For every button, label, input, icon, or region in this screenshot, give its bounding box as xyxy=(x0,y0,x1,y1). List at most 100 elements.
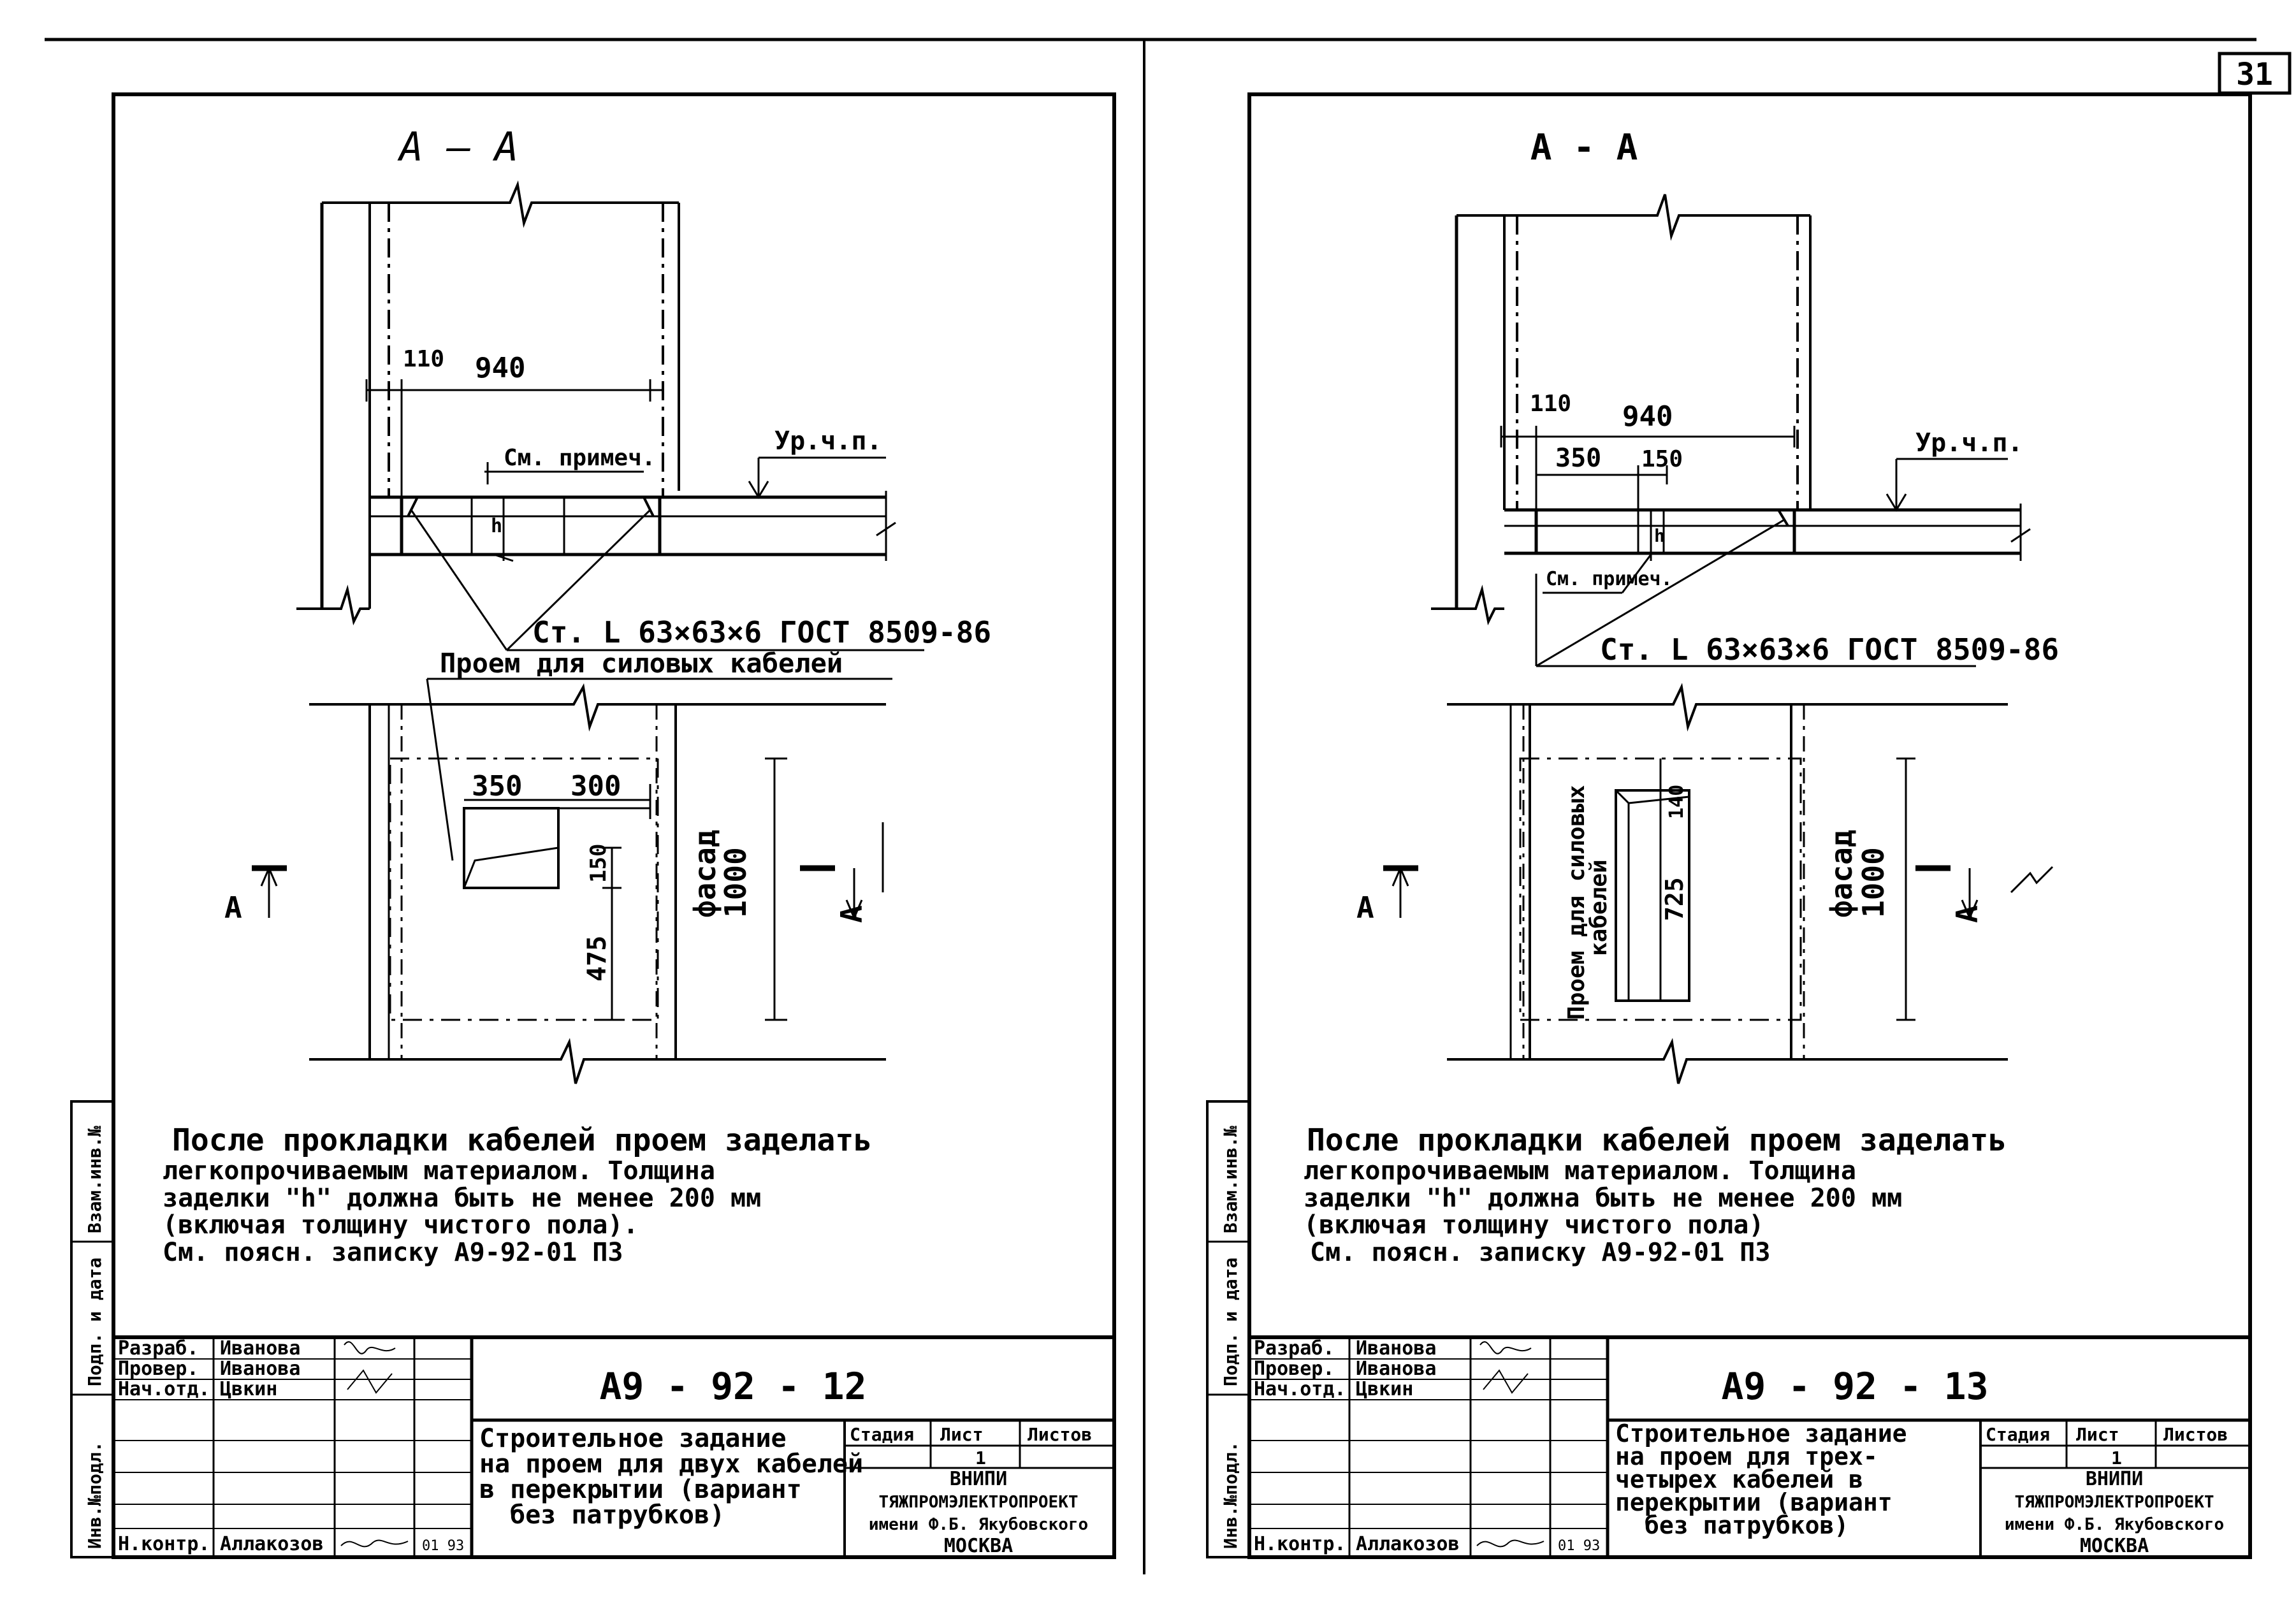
tb-name-1: Иванова xyxy=(220,1337,300,1360)
stage-label: Стадия xyxy=(850,1424,914,1445)
opening-callout: Проем для силовых кабелей xyxy=(440,648,843,679)
note-line-5: См. поясн. записку А9-92-01 ПЗ xyxy=(163,1238,623,1267)
dim-150: 150 xyxy=(586,844,611,883)
plan-view xyxy=(252,683,886,1084)
sheet-label: Лист xyxy=(940,1424,983,1445)
dim-140: 140 xyxy=(1666,785,1688,819)
sheet-value: 1 xyxy=(975,1448,986,1469)
desc-line-2: на проем для трех- xyxy=(1615,1442,1878,1470)
tb-date: 01 93 xyxy=(1558,1538,1600,1554)
section-mark-left: А xyxy=(1356,890,1374,925)
dim-110: 110 xyxy=(1530,391,1571,417)
side-strip xyxy=(70,1100,115,1558)
tb-role-4: Н.контр. xyxy=(118,1533,210,1555)
org-line-3: имени Ф.Б. Якубовского xyxy=(2005,1515,2224,1534)
doc-code: А9 - 92 - 13 xyxy=(1721,1365,1988,1408)
section-view xyxy=(1431,194,2031,667)
steel-callout: Ст. L 63×63×6 ГОСТ 8509-86 xyxy=(1600,632,2059,667)
h-mark: h xyxy=(491,515,502,537)
note-line-2: легкопрочиваемым материалом. Толщина xyxy=(1304,1156,1856,1186)
tb-role-1: Разраб. xyxy=(1254,1337,1334,1360)
floor-level-label: Ур.ч.п. xyxy=(774,426,882,456)
tb-role-1: Разраб. xyxy=(118,1337,198,1360)
org-line-1: ВНИПИ xyxy=(950,1468,1007,1490)
section-title: А – А xyxy=(397,124,519,170)
section-mark-right: А xyxy=(834,905,869,923)
tb-role-2: Провер. xyxy=(1254,1358,1334,1380)
facade-label: фасад xyxy=(1824,830,1859,918)
title-block xyxy=(113,1335,1114,1557)
side-strip xyxy=(1206,1100,1251,1558)
org-line-4: МОСКВА xyxy=(944,1535,1013,1557)
notes: После прокладки кабелей проем заделать л… xyxy=(1304,1122,2007,1267)
dim-350: 350 xyxy=(1555,444,1601,473)
title-block xyxy=(1249,1335,2250,1557)
side-label-sign: Подп. и дата xyxy=(84,1258,105,1386)
org-line-3: имени Ф.Б. Якубовского xyxy=(869,1515,1088,1534)
h-mark: h xyxy=(1654,525,1665,546)
section-mark-right: А xyxy=(1950,905,1984,923)
sheets-label: Листов xyxy=(1028,1424,1092,1445)
opening-callout-line-1: Проем для силовых xyxy=(1564,785,1590,1020)
tb-role-2: Провер. xyxy=(118,1358,198,1380)
note-line-3: заделки "h" должна быть не менее 200 мм xyxy=(1304,1184,1902,1213)
section-mark-left: А xyxy=(224,890,242,925)
section-title: А - А xyxy=(1530,127,1638,168)
side-label-inv: Инв.№подл. xyxy=(84,1441,105,1549)
page-number-box xyxy=(2218,52,2292,95)
sheet-left: Инв.№подл. Подп. и дата Взам.инв.№ А – А xyxy=(70,92,1116,1559)
side-label-replace: Взам.инв.№ xyxy=(84,1126,105,1233)
tb-name-2: Иванова xyxy=(1356,1358,1436,1380)
dim-940: 940 xyxy=(1622,400,1673,433)
org-line-4: МОСКВА xyxy=(2080,1535,2149,1557)
org-line-1: ВНИПИ xyxy=(2086,1468,2143,1490)
note-line-4: (включая толщину чистого пола) xyxy=(1304,1210,1764,1240)
note-line-4: (включая толщину чистого пола). xyxy=(163,1210,639,1240)
desc-line-1: Строительное задание xyxy=(1615,1419,1907,1448)
stage-label: Стадия xyxy=(1986,1424,2050,1445)
page-number: 31 xyxy=(2236,57,2273,92)
desc-line-4: без патрубков) xyxy=(510,1500,725,1530)
side-label-inv: Инв.№подл. xyxy=(1220,1441,1241,1549)
tb-name-3: Цвкин xyxy=(220,1378,277,1400)
note-line-1: После прокладки кабелей проем заделать xyxy=(1307,1122,2007,1158)
doc-code: А9 - 92 - 12 xyxy=(599,1365,866,1408)
see-note-label: См. примеч. xyxy=(504,445,655,471)
desc-line-3: четырех кабелей в xyxy=(1615,1465,1863,1493)
tb-date: 01 93 xyxy=(422,1538,464,1554)
side-label-sign: Подп. и дата xyxy=(1220,1258,1241,1386)
tb-role-3: Нач.отд. xyxy=(118,1378,210,1400)
tb-name-3: Цвкин xyxy=(1356,1378,1413,1400)
desc-line-5: без патрубков) xyxy=(1645,1511,1849,1539)
tb-name-1: Иванова xyxy=(1356,1337,1436,1360)
see-note-label: См. примеч. xyxy=(1546,568,1673,590)
sheets-label: Листов xyxy=(2163,1424,2228,1445)
dim-300: 300 xyxy=(570,770,621,802)
floor-level-label: Ур.ч.п. xyxy=(1915,428,2023,458)
sheet-label: Лист xyxy=(2076,1424,2119,1445)
dim-150: 150 xyxy=(1641,446,1683,472)
note-line-5: См. поясн. записку А9-92-01 ПЗ xyxy=(1310,1238,1770,1267)
note-line-2: легкопрочиваемым материалом. Толщина xyxy=(163,1156,715,1186)
org-line-2: ТЯЖПРОМЭЛЕКТРОПРОЕКТ xyxy=(2014,1493,2214,1512)
dim-725: 725 xyxy=(1660,877,1689,921)
frame xyxy=(112,92,1116,1559)
dim-940: 940 xyxy=(475,352,525,384)
org-line-2: ТЯЖПРОМЭЛЕКТРОПРОЕКТ xyxy=(878,1493,1078,1512)
dim-475: 475 xyxy=(583,936,612,982)
frame xyxy=(1247,92,2252,1559)
steel-callout: Ст. L 63×63×6 ГОСТ 8509-86 xyxy=(532,615,991,650)
dim-350: 350 xyxy=(472,770,522,802)
dim-1000: 1000 xyxy=(718,847,753,918)
section-view xyxy=(296,180,924,861)
plan-view xyxy=(1383,683,2054,1084)
note-line-3: заделки "h" должна быть не менее 200 мм xyxy=(163,1184,761,1213)
tb-role-4: Н.контр. xyxy=(1254,1533,1346,1555)
sheet-value: 1 xyxy=(2111,1448,2122,1469)
desc-line-4: перекрытии (вариант xyxy=(1615,1488,1893,1516)
opening-callout-line-2: кабелей xyxy=(1586,859,1612,956)
desc-line-3: в перекрытии (вариант xyxy=(479,1475,802,1504)
note-line-1: После прокладки кабелей проем заделать xyxy=(172,1122,872,1158)
sheet-right: Инв.№подл. Подп. и дата Взам.инв.№ А - А xyxy=(1206,92,2252,1559)
